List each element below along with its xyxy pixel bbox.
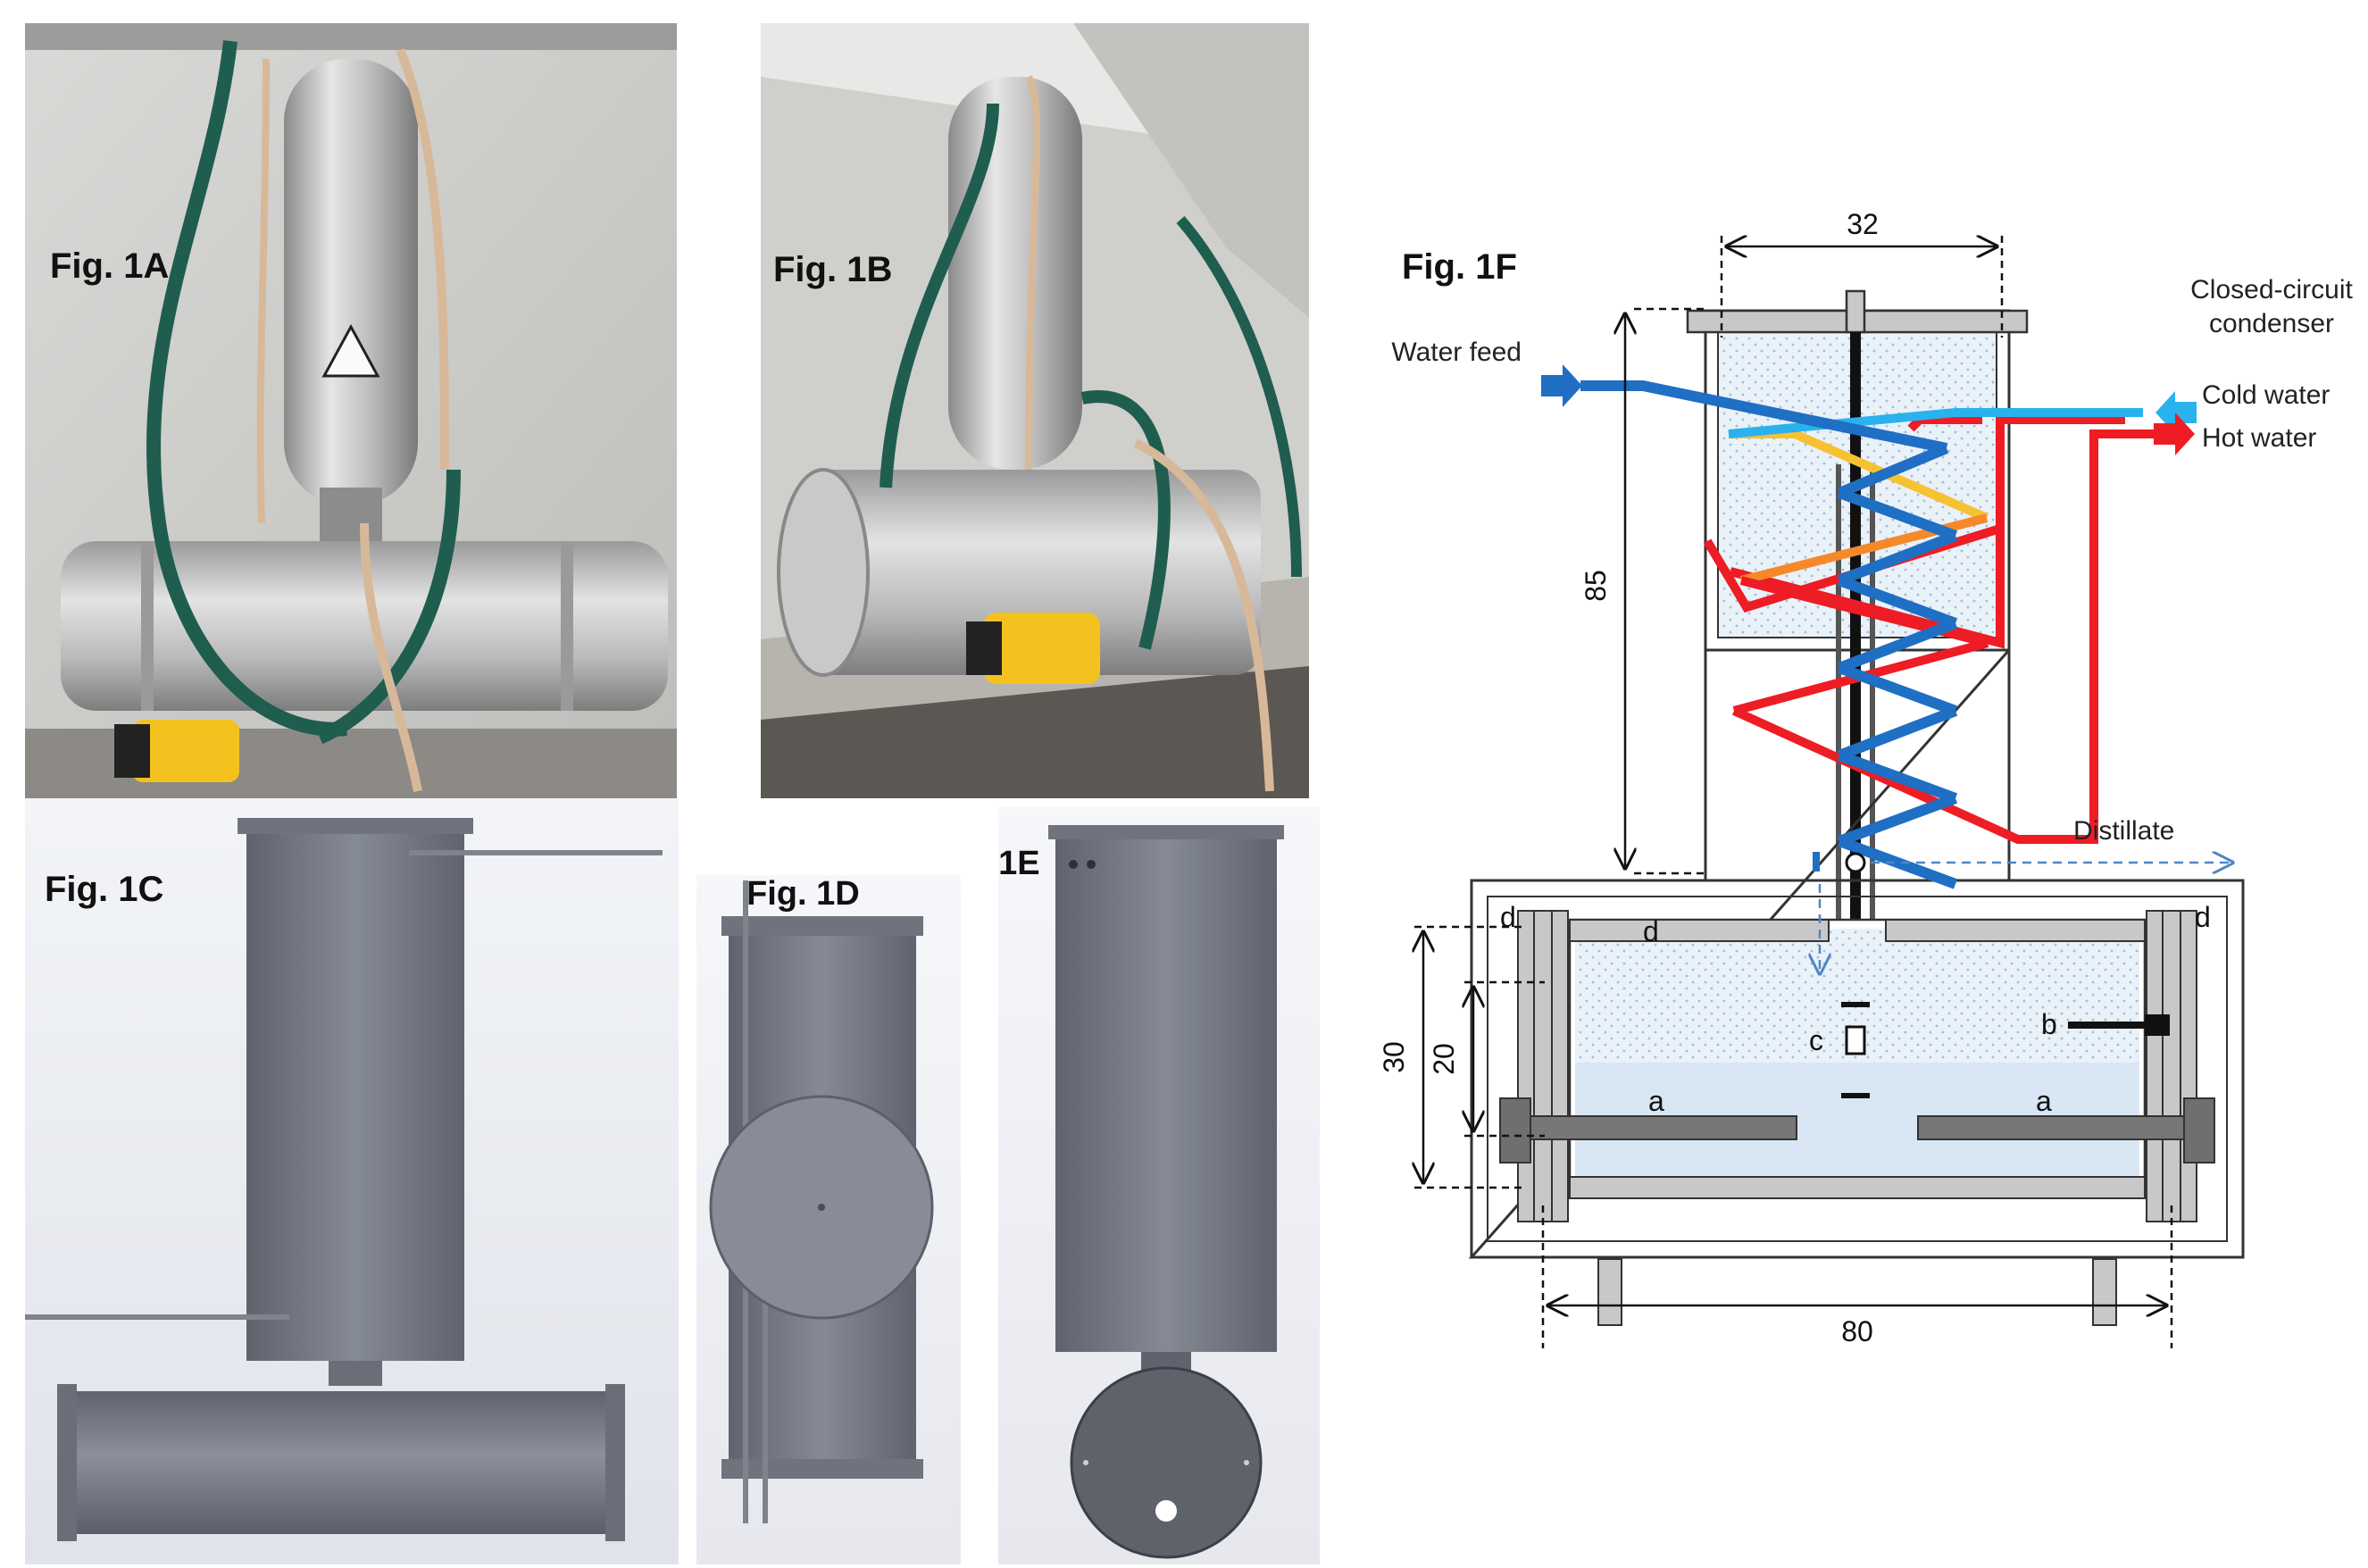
- dimension-label-20: 20: [1428, 1043, 1460, 1075]
- photo-panel-fig1b: Fig. 1B: [761, 23, 1309, 798]
- water-feed-label: Water feed: [1391, 338, 1522, 367]
- cad-view-fig1e: [998, 807, 1320, 1564]
- label-d-right: d: [2195, 901, 2211, 933]
- dimension-lines: [1414, 236, 2173, 1348]
- distillate-label: Distillate: [2073, 816, 2174, 846]
- label-b: b: [2041, 1008, 2057, 1040]
- figure-label-1c: Fig. 1C: [45, 870, 164, 909]
- dimension-label-30: 30: [1378, 1041, 1410, 1073]
- figure-label-1d: Fig. 1D: [746, 875, 860, 913]
- photo-fig1b: [761, 23, 1309, 798]
- dimension-label-32: 32: [1847, 208, 1879, 240]
- cad-panel-fig1d: Fig. 1D: [696, 875, 961, 1564]
- figure-label-1b: Fig. 1B: [773, 250, 893, 289]
- condenser-label-line1: Closed-circuit: [2190, 275, 2353, 304]
- photo-panel-fig1a: Fig. 1A: [25, 23, 677, 798]
- cold-water-label: Cold water: [2202, 380, 2330, 410]
- hot-water-label: Hot water: [2202, 423, 2316, 453]
- cad-view-fig1c: [25, 798, 679, 1564]
- figure-label-1e: Fig. 1E: [998, 845, 1040, 882]
- hot-water-arrow: [2154, 413, 2195, 455]
- feed-helix: [1580, 380, 1958, 889]
- photo-fig1a: [25, 23, 677, 798]
- figure-label-1f: Fig. 1F: [1402, 247, 1517, 287]
- label-d-inner: d: [1643, 915, 1659, 947]
- evaporation-basin: [1468, 646, 2245, 1326]
- distillate-line: [1813, 852, 2232, 973]
- label-d-left: d: [1500, 901, 1516, 933]
- cad-panel-fig1c: Fig. 1C: [25, 798, 679, 1564]
- figure-label-1a: Fig. 1A: [50, 246, 170, 286]
- water-feed-arrow: [1541, 364, 1582, 407]
- label-c: c: [1809, 1024, 1823, 1056]
- schematic-panel-fig1f: 32 85 30 20 80 Fig. 1F Water feed Closed…: [1339, 179, 2368, 1393]
- label-a-left: a: [1648, 1085, 1664, 1117]
- cad-panel-fig1e: Fig. 1E: [998, 807, 1320, 1564]
- cad-view-fig1d: [696, 875, 961, 1564]
- schematic-diagram: 32 85 30 20 80 Fig. 1F Water feed Closed…: [1378, 208, 2354, 1348]
- dimension-label-80: 80: [1841, 1315, 1873, 1347]
- dimension-label-85: 85: [1580, 570, 1612, 602]
- condenser-label-line2: condenser: [2209, 309, 2334, 338]
- label-a-right: a: [2036, 1085, 2052, 1117]
